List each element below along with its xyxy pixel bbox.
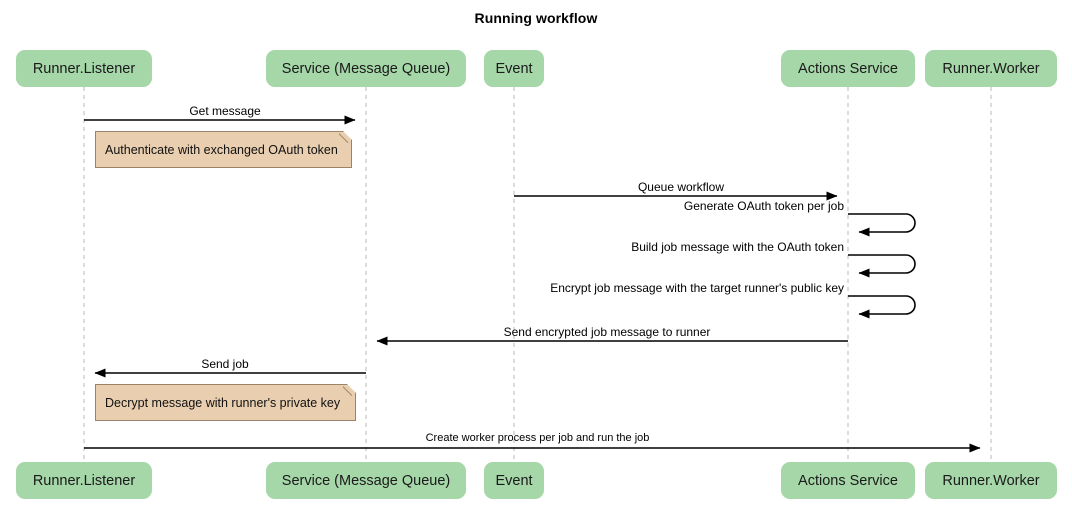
note-decrypt-note: Decrypt message with runner's private ke… [95,384,356,421]
participant-runner-worker-bottom[interactable]: Runner.Worker [925,462,1057,499]
participant-label: Runner.Worker [942,60,1040,77]
self-message-build-job-message-with-oauth-token [848,254,916,278]
self-message-generate-oauth-token-per-job [848,213,916,237]
message-label-encrypt-job-message-with-public-key: Encrypt job message with the target runn… [550,281,844,295]
message-label-send-encrypted-job-message-to-runner: Send encrypted job message to runner [503,325,711,339]
participant-service-message-queue-top[interactable]: Service (Message Queue) [266,50,466,87]
message-label-create-worker-process-per-job: Create worker process per job and run th… [425,432,650,444]
message-label-build-job-message-with-oauth-token: Build job message with the OAuth token [631,240,844,254]
participant-label: Runner.Listener [32,472,136,489]
participant-label: Service (Message Queue) [281,60,451,77]
lifelines-group [83,87,992,462]
participant-runner-worker-top[interactable]: Runner.Worker [925,50,1057,87]
note-authenticate-note: Authenticate with exchanged OAuth token [95,131,352,168]
message-label-send-job: Send job [201,357,249,371]
participant-label: Runner.Worker [942,472,1040,489]
participant-actions-service-top[interactable]: Actions Service [781,50,915,87]
participant-event-top[interactable]: Event [484,50,544,87]
self-message-encrypt-job-message-with-public-key [848,295,916,319]
participant-label: Runner.Listener [32,60,136,77]
participant-label: Actions Service [798,472,898,489]
arrows-group [84,115,981,453]
message-label-get-message: Get message [189,104,261,118]
note-fold-line-icon [339,131,352,144]
participant-label: Actions Service [798,60,898,77]
page-title: Running workflow [474,10,598,26]
participant-runner-listener-bottom[interactable]: Runner.Listener [16,462,152,499]
participant-label: Event [495,472,533,489]
participant-runner-listener-top[interactable]: Runner.Listener [16,50,152,87]
participant-label: Event [495,60,533,77]
message-label-queue-workflow: Queue workflow [637,180,725,194]
message-label-generate-oauth-token-per-job: Generate OAuth token per job [683,199,844,213]
participant-label: Service (Message Queue) [281,472,451,489]
participant-event-bottom[interactable]: Event [484,462,544,499]
note-label: Decrypt message with runner's private ke… [105,395,341,410]
note-label: Authenticate with exchanged OAuth token [105,142,338,157]
participant-actions-service-bottom[interactable]: Actions Service [781,462,915,499]
note-fold-line-icon [343,384,356,397]
participant-service-message-queue-bottom[interactable]: Service (Message Queue) [266,462,466,499]
